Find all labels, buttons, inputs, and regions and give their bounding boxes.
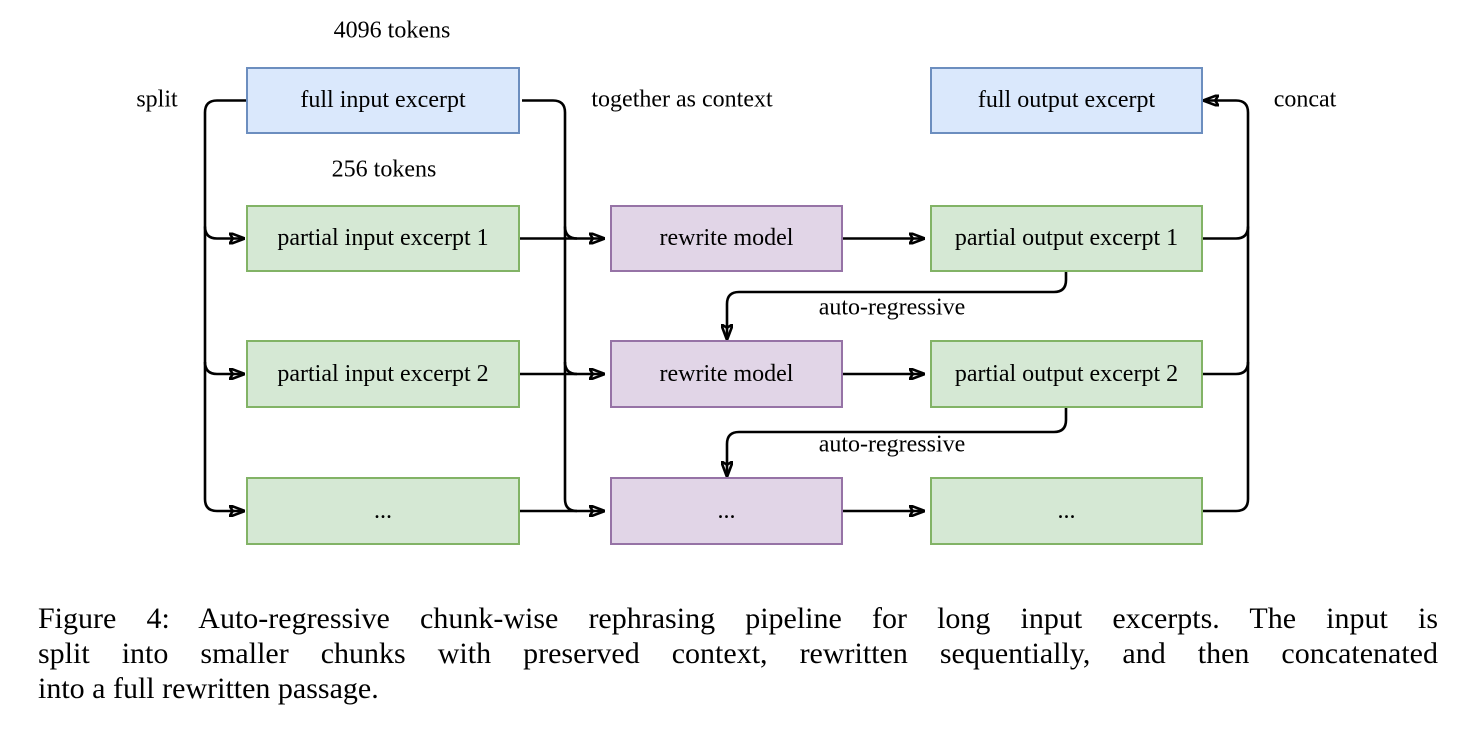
connector-context-merge-1 <box>563 226 578 240</box>
partial-output-excerpt-more-box: ... <box>930 477 1203 545</box>
rewrite-model-more-box: ... <box>610 477 843 545</box>
caption-line-2: split into smaller chunks with preserved… <box>38 637 1438 670</box>
partial-input-excerpt-2-box: partial input excerpt 2 <box>246 340 520 408</box>
connector-concat-trunk <box>1203 101 1250 513</box>
full-output-excerpt-box: full output excerpt <box>930 67 1203 134</box>
label-4096-tokens: 4096 tokens <box>333 17 451 44</box>
connector-context-trunk <box>522 99 578 513</box>
connector-split-branch-2 <box>203 361 244 374</box>
caption-line-1: Figure 4: Auto-regressive chunk-wise rep… <box>38 602 1438 635</box>
connector-auto-regressive-1 <box>727 272 1068 339</box>
label-auto-regressive-1: auto-regressive <box>818 294 966 321</box>
label-auto-regressive-2: auto-regressive <box>818 431 966 458</box>
label-together-as-context: together as context <box>591 86 773 113</box>
label-256-tokens: 256 tokens <box>331 156 437 183</box>
partial-input-excerpt-more-box: ... <box>246 477 520 545</box>
rewrite-model-1-box: rewrite model <box>610 205 843 272</box>
partial-input-excerpt-1-box: partial input excerpt 1 <box>246 205 520 272</box>
connector-concat-merge-2 <box>1203 361 1250 376</box>
partial-output-excerpt-1-box: partial output excerpt 1 <box>930 205 1203 272</box>
partial-output-excerpt-2-box: partial output excerpt 2 <box>930 340 1203 408</box>
connector-context-merge-2 <box>563 361 578 376</box>
figure-caption: Figure 4: Auto-regressive chunk-wise rep… <box>38 601 1438 706</box>
connector-concat-merge-1 <box>1203 226 1250 240</box>
caption-line-3: into a full rewritten passage. <box>38 672 379 705</box>
full-input-excerpt-box: full input excerpt <box>246 67 520 134</box>
connector-split-branch-1 <box>203 226 244 239</box>
rewrite-model-2-box: rewrite model <box>610 340 843 408</box>
label-split: split <box>136 86 178 113</box>
connector-auto-regressive-2 <box>727 408 1068 476</box>
connector-split-trunk <box>203 99 246 512</box>
label-concat: concat <box>1273 86 1337 113</box>
